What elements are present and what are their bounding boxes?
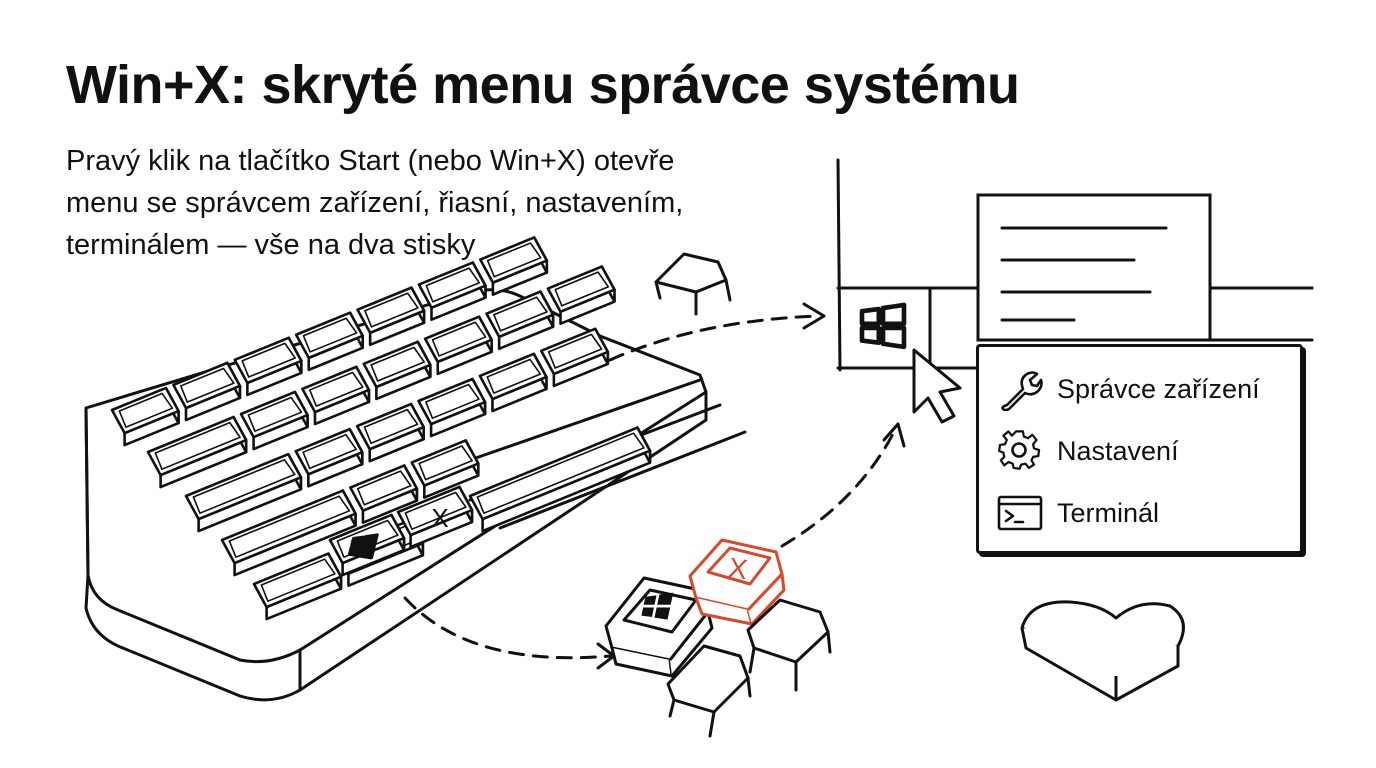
keycap	[239, 390, 309, 451]
keycap	[301, 365, 371, 426]
keycap	[539, 327, 610, 388]
keycap	[184, 452, 303, 533]
keycap	[362, 340, 432, 401]
gear-icon	[997, 429, 1043, 473]
keycap	[417, 377, 487, 438]
x-key-label: X	[727, 552, 750, 585]
heart-key	[1020, 600, 1185, 702]
arrows	[403, 314, 898, 660]
menu-item-label: Správce zařízení	[1057, 373, 1260, 404]
keyboard-x-key	[396, 485, 474, 549]
loose-key	[654, 252, 832, 738]
arrow-to-cursor	[780, 426, 898, 548]
keycap	[478, 236, 549, 296]
subtitle-line: menu se správcem zařízení, řiasní, nasta…	[66, 187, 684, 219]
x-key	[688, 538, 786, 626]
subtitle: Pravý klik na tlačítko Start (nebo Win+X…	[66, 140, 806, 266]
keycap	[478, 352, 548, 413]
keycap	[485, 290, 555, 351]
keycap	[546, 265, 616, 325]
keycap	[252, 552, 343, 621]
keycap	[355, 402, 425, 463]
keycap	[294, 311, 364, 372]
arrow-to-start	[608, 314, 822, 362]
keycap	[349, 464, 419, 524]
mouse-cursor-icon	[912, 348, 962, 424]
keycap	[410, 439, 480, 499]
keycap	[468, 426, 652, 533]
taskbar-sketch	[836, 158, 1314, 372]
menu-item-label: Nastavení	[1057, 435, 1179, 466]
menu-item-terminal[interactable]: Terminál	[997, 491, 1159, 535]
keyboard-windows-icon	[347, 533, 379, 560]
arrow-to-win-key	[403, 596, 612, 660]
terminal-icon	[997, 491, 1043, 535]
keyboard-x-label: X	[431, 503, 448, 533]
menu-item-settings[interactable]: Nastavení	[997, 429, 1179, 473]
subtitle-line: terminálem — vše na dva stisky	[66, 229, 476, 261]
keycap	[423, 315, 493, 376]
keycap	[146, 415, 248, 489]
keycap	[417, 261, 487, 321]
menu-item-label: Terminál	[1057, 497, 1160, 528]
window-card	[976, 193, 1212, 342]
keycap	[233, 336, 303, 397]
svg-text:X: X	[727, 552, 750, 585]
page-title: Win+X: skryté menu správce systému	[66, 55, 1020, 115]
windows-icon	[862, 305, 904, 347]
keycap	[356, 286, 426, 347]
win-key	[604, 576, 714, 678]
keycap	[294, 427, 364, 488]
menu-item-device-manager[interactable]: Správce zařízení	[997, 367, 1260, 411]
start-button[interactable]	[862, 305, 904, 347]
wrench-icon	[997, 367, 1043, 411]
keycap	[172, 361, 242, 422]
keycap	[220, 489, 357, 577]
context-menu: Správce zařízení Nastavení Terminál	[976, 344, 1303, 554]
keycap	[110, 386, 180, 447]
subtitle-line: Pravý klik na tlačítko Start (nebo Win+X…	[66, 145, 675, 177]
